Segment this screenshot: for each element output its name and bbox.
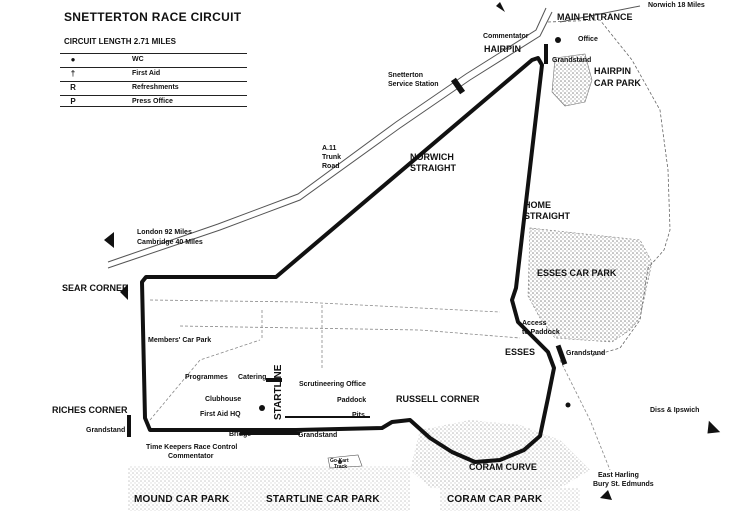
a11-label-2: Trunk — [322, 154, 342, 161]
grandstand-top-label: Grandstand — [552, 57, 592, 64]
startline-car-park-label: STARTLINE CAR PARK — [266, 494, 380, 505]
go-kart-label-2: Track — [334, 464, 348, 470]
wc-dot-1 — [555, 37, 561, 43]
coram-car-park-label: CORAM CAR PARK — [447, 494, 543, 505]
startline-label: STARTLINE — [273, 364, 284, 420]
wc-icon: ● — [70, 55, 76, 64]
site-boundary — [547, 19, 671, 357]
scrutineering-label: Scrutineering Office — [299, 381, 366, 388]
catering-label: Catering — [238, 374, 267, 381]
norwich-straight-label-2: STRAIGHT — [410, 163, 456, 173]
race-track — [140, 56, 556, 464]
wc-dot-3 — [565, 402, 571, 408]
riches-grandstand-bar — [127, 415, 131, 437]
hairpin-label: HAIRPIN — [484, 44, 522, 54]
hairpin-car-park-label-1: HAIRPIN — [594, 66, 632, 76]
go-kart-track — [327, 454, 363, 469]
coram-band — [440, 488, 580, 511]
esses-grandstand-bar — [555, 344, 568, 366]
a11-label-3: Road — [322, 163, 340, 170]
programmes-label: Programmes — [185, 374, 228, 381]
arrow-diss — [707, 420, 721, 434]
norwich-direction-label: Norwich 18 Miles — [648, 2, 705, 9]
service-station-label-1: Snetterton — [388, 72, 423, 79]
home-straight-label-2: STRAIGHT — [524, 211, 570, 221]
go-kart-circle — [338, 460, 342, 464]
sear-corner-label: SEAR CORNER — [62, 283, 129, 293]
legend-row-wc: ● WC — [60, 53, 247, 66]
esses-car-park-area — [527, 227, 653, 343]
bridge-bar — [240, 432, 300, 435]
top-grandstand-bar — [544, 44, 548, 64]
diss-direction-label: Diss & Ipswich — [650, 407, 700, 414]
commentator-bottom-label: Commentator — [168, 453, 214, 460]
legend-label: WC — [132, 56, 144, 63]
esses-car-park-label: ESSES CAR PARK — [537, 268, 617, 278]
refreshments-icon: R — [70, 83, 76, 92]
legend-title: SNETTERTON RACE CIRCUIT — [64, 10, 242, 24]
access-paddock-label-2: to Paddock — [522, 329, 560, 336]
timekeepers-label: Time Keepers Race Control — [146, 444, 238, 451]
russell-corner-label: RUSSELL CORNER — [396, 394, 480, 404]
legend-row-press: P Press Office — [60, 95, 247, 107]
startline-bar — [266, 378, 282, 382]
first-aid-icon: † — [70, 69, 76, 78]
access-paddock-label-1: Access — [522, 320, 547, 327]
service-road-6 — [149, 339, 261, 421]
main-entrance-label: MAIN ENTRANCE — [557, 12, 633, 22]
london-direction-label: London 92 Miles — [137, 229, 192, 236]
a11-road-inner — [107, 7, 547, 263]
hairpin-car-park-area — [551, 53, 593, 107]
service-road-5 — [559, 359, 611, 471]
norwich-road — [559, 5, 641, 23]
pits-label: Pits — [352, 412, 365, 419]
bottom-car-parks-band — [128, 466, 410, 511]
legend-row-refreshments: R Refreshments — [60, 81, 247, 94]
paddock-label: Paddock — [337, 397, 367, 404]
grandstand-bottom-label: Grandstand — [298, 432, 338, 439]
service-station-block — [450, 77, 466, 95]
legend-row-first-aid: † First Aid — [60, 67, 247, 80]
arrow-west — [120, 284, 128, 300]
clubhouse-label: Clubhouse — [205, 396, 242, 403]
service-road-1 — [149, 299, 501, 313]
riches-corner-label: RICHES CORNER — [52, 405, 128, 415]
esses-label: ESSES — [505, 347, 536, 357]
legend-label: Refreshments — [132, 84, 179, 91]
service-road-2 — [179, 325, 521, 339]
legend-circuit-length: CIRCUIT LENGTH 2.71 MILES — [64, 37, 177, 46]
hairpin-car-park-label-2: CAR PARK — [594, 78, 641, 88]
members-car-park-label: Members' Car Park — [148, 337, 212, 344]
service-station-label-2: Service Station — [388, 81, 439, 88]
bridge-label: Bridge — [229, 431, 252, 438]
first-aid-hq-label: First Aid HQ — [200, 411, 241, 418]
bury-label: Bury St. Edmunds — [593, 481, 654, 488]
arrow-london — [104, 232, 114, 248]
wc-dot-2 — [259, 405, 265, 411]
arrow-norwich — [496, 2, 505, 12]
a11-label-1: A.11 — [322, 145, 337, 152]
home-straight-label-1: HOME — [524, 200, 551, 210]
grandstand-esses-label: Grandstand — [566, 350, 606, 357]
legend-label: Press Office — [132, 98, 173, 105]
commentator-top-label: Commentator — [483, 33, 529, 40]
bottom-shade-area — [410, 420, 590, 492]
mound-car-park-label: MOUND CAR PARK — [134, 494, 230, 505]
cambridge-direction-label: Cambridge 40 Miles — [137, 239, 203, 246]
a11-road-outer — [107, 11, 553, 269]
legend: SNETTERTON RACE CIRCUIT CIRCUIT LENGTH 2… — [60, 6, 247, 107]
press-office-icon: P — [70, 97, 76, 106]
legend-label: First Aid — [132, 70, 161, 77]
coram-curve-label: CORAM CURVE — [469, 462, 537, 472]
grandstand-left-label: Grandstand — [86, 427, 126, 434]
norwich-straight-label-1: NORWICH — [410, 152, 454, 162]
go-kart-label-1: Go-Kart — [330, 458, 349, 464]
arrow-bury — [600, 490, 612, 500]
office-label: Office — [578, 36, 598, 43]
east-harling-label: East Harling — [598, 472, 639, 479]
